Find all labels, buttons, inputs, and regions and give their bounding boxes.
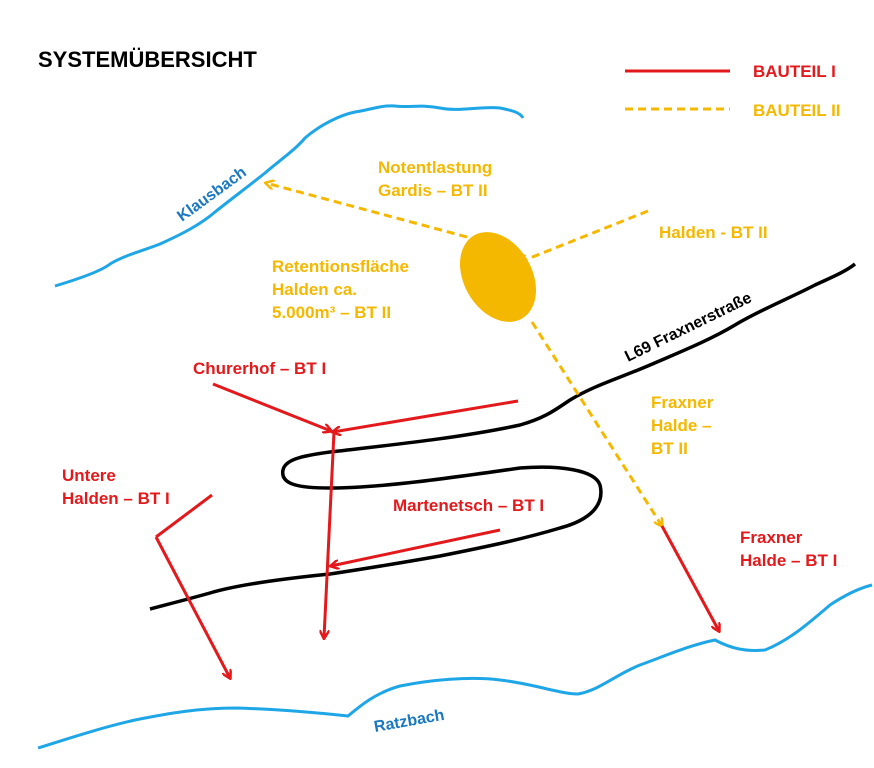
label-retention-line1: Retentionsfläche <box>272 257 409 276</box>
arrow-untere-halden-down <box>154 536 230 678</box>
label-retention-line2: Halden ca. <box>272 280 357 299</box>
label-churerhof: Churerhof – BT I <box>193 359 326 378</box>
arrow-churerhof-in <box>212 382 331 431</box>
legend-label-bauteil-2: BAUTEIL II <box>753 101 841 120</box>
l69-fraxnerstrasse-road <box>149 262 857 611</box>
klausbach-creek <box>54 104 525 288</box>
label-fraxner-halde-bt1: Fraxner Halde – BT I <box>740 528 837 570</box>
arrow-fraxner-halde-bt2 <box>530 321 662 526</box>
label-retentionsflaeche: Retentionsfläche Halden ca. 5.000m³ – BT… <box>272 257 414 322</box>
arrow-churerhof-down <box>324 431 336 638</box>
arrow-notentlastung-gardis <box>266 183 468 239</box>
ratzbach-creek <box>37 583 873 750</box>
road-label: L69 Fraxnerstraße <box>622 289 754 365</box>
label-untere-line2: Halden – BT I <box>62 489 170 508</box>
label-fraxner-bt2-line2: Halde – <box>651 416 711 435</box>
page-title: SYSTEMÜBERSICHT <box>38 47 257 72</box>
label-fraxner-bt1-line1: Fraxner <box>740 528 803 547</box>
label-notentlastung-line2: Gardis – BT II <box>378 181 488 200</box>
label-notentlastung-gardis: Notentlastung Gardis – BT II <box>378 158 497 200</box>
label-untere-halden: Untere Halden – BT I <box>62 466 170 508</box>
label-notentlastung-line1: Notentlastung <box>378 158 492 177</box>
arrow-halden-bt2 <box>520 209 649 262</box>
legend-label-bauteil-1: BAUTEIL I <box>753 62 836 81</box>
label-fraxner-bt1-line2: Halde – BT I <box>740 551 837 570</box>
arrow-fraxner-halde-bt1 <box>660 525 719 631</box>
label-halden-bt2: Halden - BT II <box>659 223 768 242</box>
arrow-martenetsch <box>331 528 501 566</box>
label-retention-line3: 5.000m³ – BT II <box>272 303 391 322</box>
ratzbach-label: Ratzbach <box>373 707 446 736</box>
arrow-churerhof-road <box>333 399 519 432</box>
arrow-untere-halden-in <box>155 493 213 539</box>
label-untere-line1: Untere <box>62 466 116 485</box>
label-fraxner-bt2-line3: BT II <box>651 439 688 458</box>
label-fraxner-halde-bt2: Fraxner Halde – BT II <box>651 393 718 458</box>
label-martenetsch: Martenetsch – BT I <box>393 496 544 515</box>
label-fraxner-bt2-line1: Fraxner <box>651 393 714 412</box>
